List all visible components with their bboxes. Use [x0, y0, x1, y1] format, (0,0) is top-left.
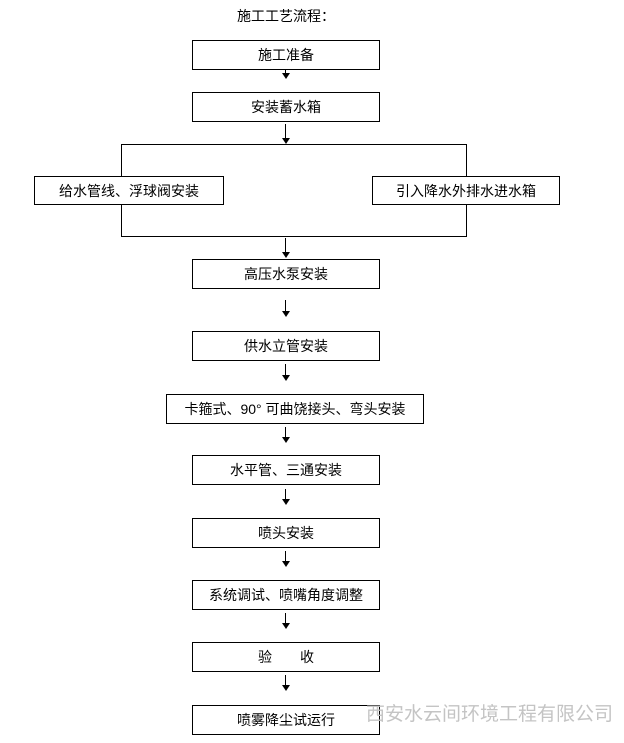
flow-step-pump: 高压水泵安装: [192, 259, 380, 289]
flow-arrow-down-icon: [281, 489, 290, 505]
flow-arrow-down-icon: [281, 300, 290, 317]
flow-arrow-down-icon: [281, 551, 290, 567]
flow-arrow-down-icon: [281, 238, 290, 258]
flow-step-riser: 供水立管安装: [192, 331, 380, 361]
flow-step-joints: 卡箍式、90° 可曲饶接头、弯头安装: [166, 394, 424, 424]
watermark: 西安水云间环境工程有限公司: [366, 704, 614, 725]
flow-step-dewater-inlet: 引入降水外排水进水箱: [372, 176, 560, 205]
flow-step-install-tank: 安装蓄水箱: [192, 92, 380, 122]
flow-step-prepare: 施工准备: [192, 40, 380, 70]
flow-arrow-down-icon: [281, 675, 290, 691]
flow-arrow-down-icon: [281, 427, 290, 443]
flow-arrow-down-icon: [281, 70, 290, 79]
flow-arrow-down-icon: [281, 124, 290, 144]
flow-step-supply-line: 给水管线、浮球阀安装: [34, 176, 224, 205]
flow-step-acceptance: 验 收: [192, 642, 380, 672]
flow-step-trial-run: 喷雾降尘试运行: [192, 705, 380, 735]
flow-arrow-down-icon: [281, 613, 290, 629]
flow-arrow-down-icon: [281, 364, 290, 381]
page-title: 施工工艺流程：: [237, 8, 335, 24]
flow-step-debug: 系统调试、喷嘴角度调整: [192, 580, 380, 610]
flow-step-nozzle: 喷头安装: [192, 518, 380, 548]
flow-step-horizontal: 水平管、三通安装: [192, 455, 380, 485]
